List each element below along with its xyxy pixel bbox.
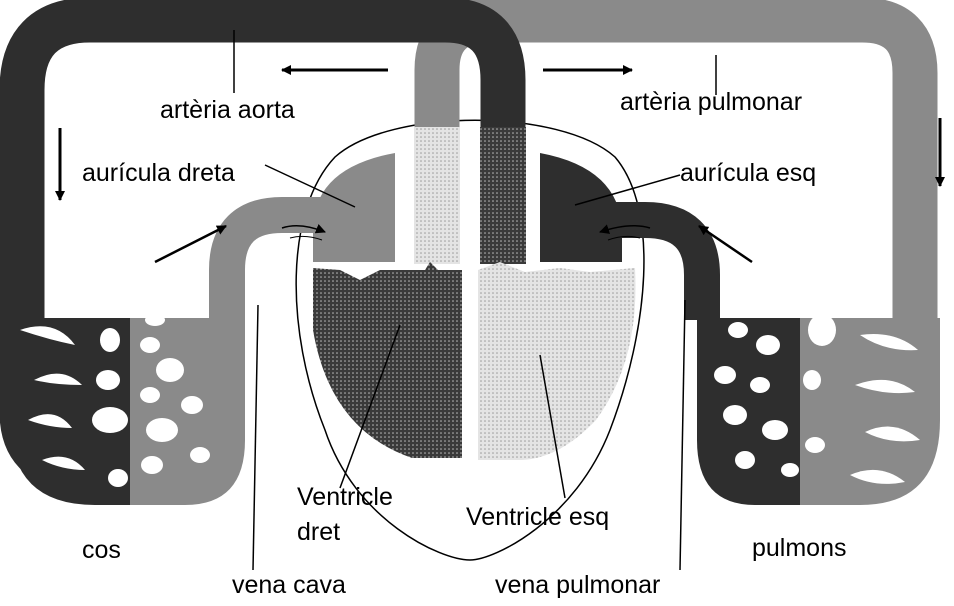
label-cos: cos — [82, 536, 121, 564]
label-arteria-aorta: artèria aorta — [160, 96, 295, 124]
label-vena-cava: vena cava — [232, 571, 346, 599]
label-auricula-esq: aurícula esq — [680, 159, 816, 187]
pulmonary-trunk — [414, 127, 460, 264]
label-auricula-dreta: aurícula dreta — [82, 159, 235, 187]
label-pulmons: pulmons — [752, 534, 847, 562]
label-arteria-pulmonar: artèria pulmonar — [620, 88, 802, 116]
ventricle-esq-shape — [478, 262, 636, 460]
lung-capillaries-deoxygenated — [697, 318, 800, 505]
label-ventricle-esq: Ventricle esq — [466, 503, 609, 531]
label-vena-pulmonar: vena pulmonar — [495, 571, 660, 599]
aortic-trunk — [480, 127, 526, 264]
label-ventricle-dret-line1: Ventricle — [297, 483, 393, 511]
label-ventricle-dret-line2: dret — [297, 518, 340, 546]
